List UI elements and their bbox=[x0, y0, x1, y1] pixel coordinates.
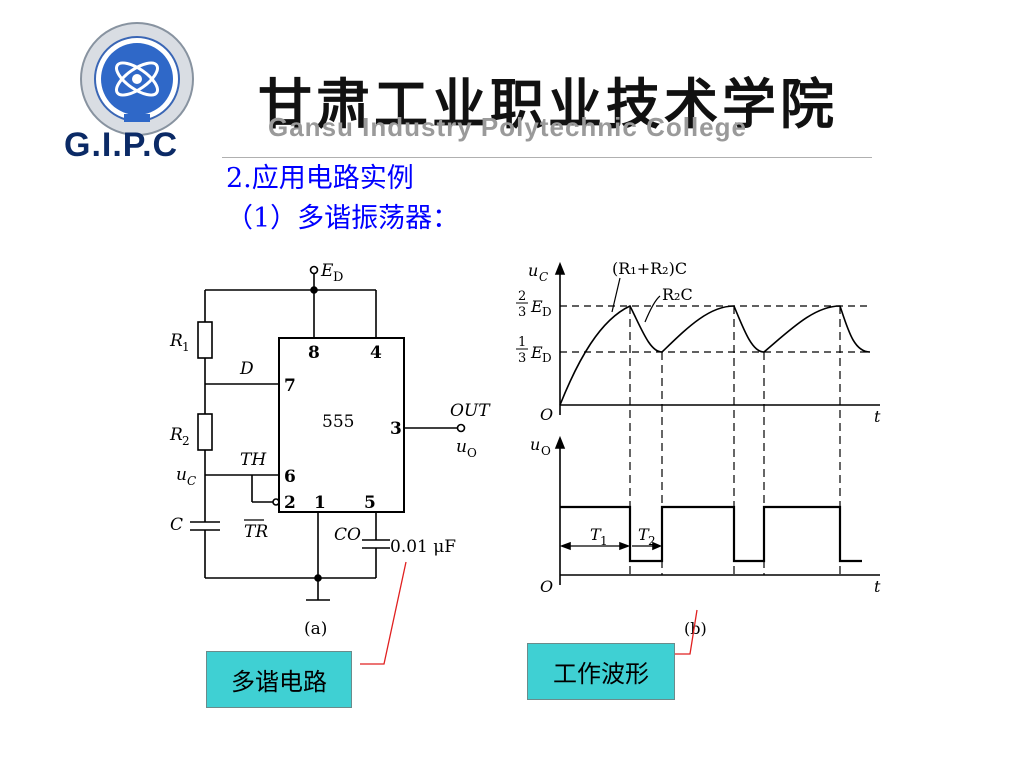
uc-axis-subscript: C bbox=[539, 270, 548, 284]
node-d-label: D bbox=[239, 359, 254, 379]
t1-label: T bbox=[590, 525, 602, 544]
upper-level-subscript: D bbox=[542, 305, 552, 319]
pin-8-label: 8 bbox=[308, 343, 320, 363]
circuit-labels: E D R 1 D R 2 TH u C TR C 555 8 4 7 3 6 … bbox=[169, 261, 491, 639]
header-divider bbox=[222, 157, 872, 158]
lower-fraction-numerator: 1 bbox=[518, 335, 526, 350]
uc-time-axis-label: t bbox=[874, 407, 881, 426]
pin-7-label: 7 bbox=[284, 376, 296, 396]
college-logo-seal bbox=[80, 22, 194, 136]
logo-abbreviation: G.I.P.C bbox=[64, 126, 179, 164]
lower-level-e: E bbox=[530, 343, 543, 362]
uo-axis-subscript: O bbox=[541, 444, 551, 458]
out-label: OUT bbox=[450, 401, 491, 421]
discharge-time-constant: R₂C bbox=[662, 285, 693, 304]
charge-time-constant: (R₁+R₂)C bbox=[612, 259, 687, 278]
college-name-english: Gansu Industry Polytechnic College bbox=[268, 112, 747, 142]
uo-axis-label: u bbox=[530, 435, 540, 454]
waveform-labels: (R₁+R₂)C R₂C u C 2 3 E D 1 3 E D O t u O… bbox=[516, 259, 881, 638]
uc-origin-label: O bbox=[540, 405, 553, 424]
co-cap-value: 0.01 μF bbox=[390, 537, 456, 557]
r2-subscript: 2 bbox=[182, 434, 190, 448]
pin-3-label: 3 bbox=[390, 419, 402, 439]
node-th-label: TH bbox=[240, 450, 267, 470]
node-tr-label: TR bbox=[244, 522, 268, 542]
r1-label: R bbox=[169, 331, 183, 351]
uo-label: u bbox=[456, 437, 467, 457]
upper-fraction-numerator: 2 bbox=[518, 289, 526, 304]
college-name-chinese: 甘肃工业职业技术学院 bbox=[258, 72, 838, 136]
lower-fraction-denominator: 3 bbox=[518, 351, 526, 366]
uo-origin-label: O bbox=[540, 577, 553, 596]
pin-6-label: 6 bbox=[284, 467, 296, 487]
pin-1-label: 1 bbox=[314, 493, 326, 513]
supply-subscript: D bbox=[333, 270, 343, 285]
upper-level-e: E bbox=[530, 297, 543, 316]
section-heading: 2.应用电路实例 bbox=[226, 163, 414, 194]
uo-subscript: O bbox=[467, 446, 477, 460]
callout-waveform-label: 工作波形 bbox=[527, 643, 675, 700]
chip-label: 555 bbox=[322, 412, 354, 432]
t2-subscript: 2 bbox=[648, 534, 656, 548]
t2-label: T bbox=[638, 525, 650, 544]
t1-subscript: 1 bbox=[600, 534, 608, 548]
upper-fraction-denominator: 3 bbox=[518, 305, 526, 320]
callout-circuit-label: 多谐电路 bbox=[206, 651, 352, 708]
waveform-diagram-b bbox=[554, 261, 880, 585]
callout-leaders bbox=[360, 561, 698, 665]
subsection-heading: （1）多谐振荡器： bbox=[226, 203, 460, 234]
circuit-diagram-a bbox=[190, 265, 466, 601]
lower-level-subscript: D bbox=[542, 351, 552, 365]
uo-time-axis-label: t bbox=[874, 577, 881, 596]
circuit-caption: (a) bbox=[304, 619, 327, 639]
node-uc-subscript: C bbox=[187, 474, 196, 488]
r2-label: R bbox=[169, 425, 183, 445]
capacitor-c-label: C bbox=[170, 515, 183, 535]
pin-2-label: 2 bbox=[284, 493, 296, 513]
r1-subscript: 1 bbox=[182, 340, 190, 354]
node-uc-label: u bbox=[176, 465, 187, 485]
uc-axis-label: u bbox=[528, 261, 538, 280]
supply-label: E bbox=[320, 261, 334, 281]
pin-5-label: 5 bbox=[364, 493, 376, 513]
pin-4-label: 4 bbox=[370, 343, 382, 363]
waveform-caption: (b) bbox=[684, 619, 707, 638]
co-label: CO bbox=[334, 525, 361, 545]
